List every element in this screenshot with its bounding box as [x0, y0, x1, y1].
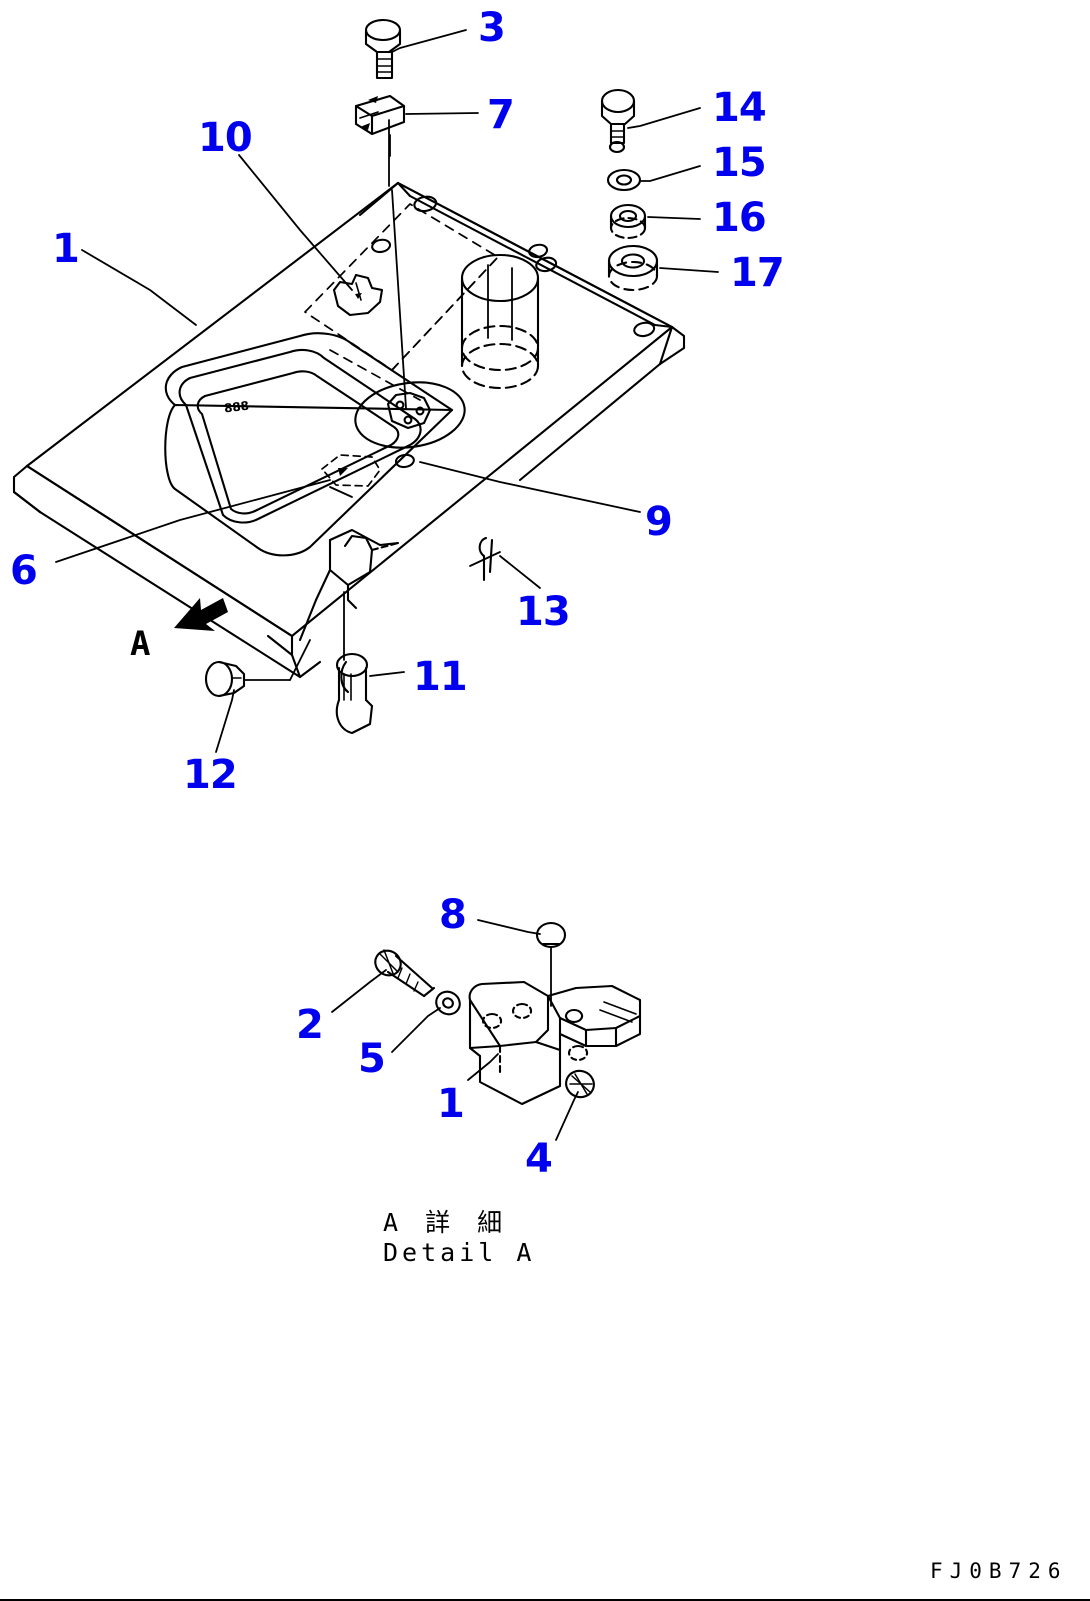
assembly-axis-3-7	[388, 119, 407, 409]
bracket-right	[546, 984, 642, 1061]
floor-mat-inner	[196, 370, 400, 515]
callout-12[interactable]: 12	[183, 752, 238, 798]
bracket-left-item-1	[468, 980, 562, 1106]
shifter-boss	[354, 381, 466, 449]
shift-boot-cylinder	[460, 253, 540, 390]
washer-item-15	[606, 168, 642, 192]
callout-13[interactable]: 13	[516, 589, 571, 635]
callout-14[interactable]: 14	[712, 85, 767, 131]
hidden-detail-dashed-10	[304, 203, 499, 371]
knob-item-12	[204, 639, 311, 698]
nut-item-4	[565, 1069, 595, 1099]
callout-9[interactable]: 9	[645, 499, 673, 545]
floor-plate-right-edge	[518, 325, 686, 482]
callout-17[interactable]: 17	[730, 250, 785, 296]
floor-plate-skirt	[12, 464, 322, 679]
cap-item-10	[332, 273, 384, 317]
callout-16[interactable]: 16	[712, 195, 767, 241]
view-a-letter: A	[130, 624, 151, 664]
detail-title-jp: A 詳 細	[383, 1208, 509, 1237]
callout-1-main[interactable]: 1	[52, 226, 80, 272]
sheet-bottom-rule	[0, 1599, 1090, 1601]
callout-3[interactable]: 3	[478, 5, 506, 51]
floor-mat-outer	[178, 348, 422, 524]
floor-plate-back-rim	[396, 181, 674, 329]
sheet-code: FJ0B726	[930, 1559, 1068, 1583]
callout-2-detail[interactable]: 2	[296, 1002, 324, 1048]
washer-item-5	[435, 990, 461, 1016]
leader-lines-detail	[331, 919, 579, 1141]
bolt-item-14	[600, 88, 636, 154]
grommet-item-17	[607, 244, 659, 292]
callout-7[interactable]: 7	[487, 92, 515, 138]
nut-item-16	[609, 203, 647, 240]
leader-lines-main	[55, 29, 719, 753]
bolt-item-2	[374, 949, 436, 998]
callout-11[interactable]: 11	[413, 654, 468, 700]
bolt-item-3	[364, 18, 402, 80]
ball-stud-item-8	[535, 921, 567, 1007]
pin-item-13	[469, 536, 501, 582]
shifter-boss-hole	[394, 453, 415, 469]
callout-10[interactable]: 10	[198, 115, 253, 161]
callout-8-detail[interactable]: 8	[439, 892, 467, 938]
detail-title-en: Detail A	[383, 1238, 536, 1267]
callout-5-detail[interactable]: 5	[358, 1036, 386, 1082]
lever-item-11	[335, 534, 374, 735]
plate-hole-near-boot	[528, 243, 549, 259]
callout-15[interactable]: 15	[712, 140, 767, 186]
plate-bolt-holes	[371, 195, 656, 338]
floor-mat-surround	[164, 332, 454, 557]
callout-6[interactable]: 6	[10, 548, 38, 594]
view-a-arrow	[174, 598, 228, 631]
under-plate-bracket	[298, 528, 400, 642]
plug-item-9	[321, 454, 381, 498]
clamp-item-7	[354, 94, 406, 157]
callout-1-detail[interactable]: 1	[437, 1081, 465, 1127]
callout-4-detail[interactable]: 4	[525, 1136, 553, 1182]
